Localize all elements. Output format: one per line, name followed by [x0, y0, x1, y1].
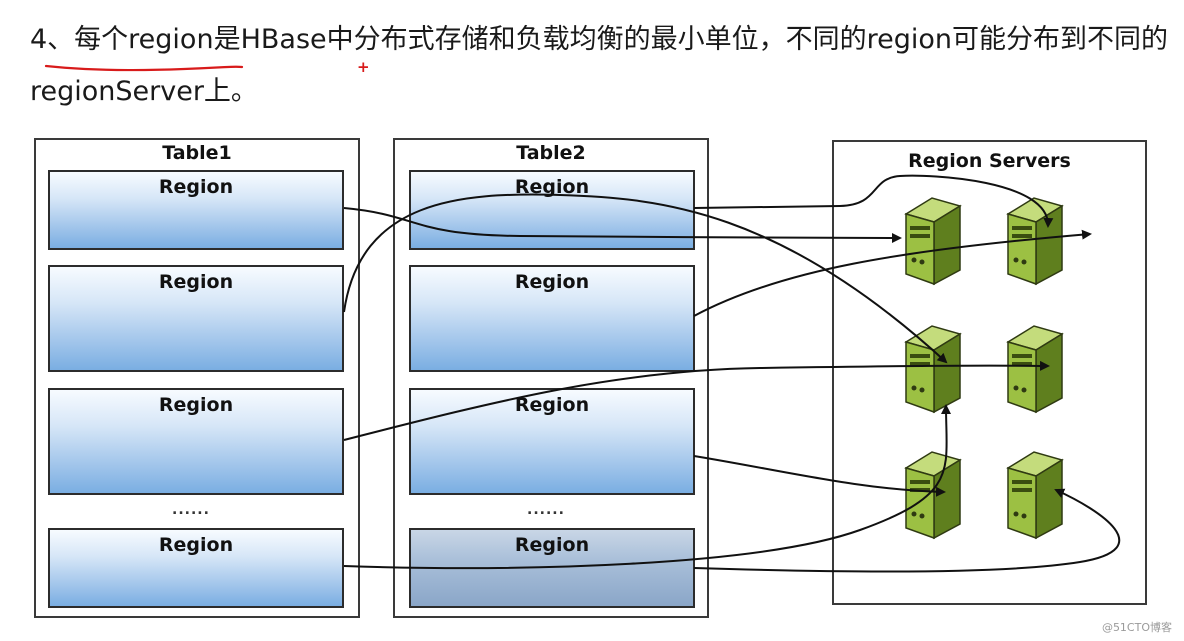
region-label: Region	[158, 271, 234, 293]
heading: 4、每个region是HBase中分布式存储和负载均衡的最小单位，不同的regi…	[30, 14, 1170, 118]
table2-region-3: Region	[409, 388, 695, 495]
region-label: Region	[158, 394, 234, 416]
server-icon	[1006, 451, 1064, 540]
table2-ellipsis: ......	[527, 502, 565, 518]
red-underline-annotation	[44, 64, 244, 72]
red-plus-annotation: +	[357, 58, 370, 76]
table1-ellipsis: ......	[172, 502, 210, 518]
region-servers-box: Region Servers	[832, 140, 1147, 605]
region-servers-title: Region Servers	[908, 150, 1071, 172]
table2-title: Table2	[516, 142, 586, 164]
table1-region-2: Region	[48, 265, 344, 372]
heading-line-2: regionServer上。	[30, 76, 258, 107]
table1-title: Table1	[162, 142, 232, 164]
table1-box: Table1 Region Region Region ...... Regio…	[34, 138, 360, 618]
region-label: Region	[514, 271, 590, 293]
region-label: Region	[514, 534, 590, 556]
table1-region-4: Region	[48, 528, 344, 608]
table2-region-2: Region	[409, 265, 695, 372]
table2-region-1: Region	[409, 170, 695, 250]
heading-line-1: 4、每个region是HBase中分布式存储和负载均衡的最小单位，不同的regi…	[30, 24, 1169, 55]
server-icon	[904, 325, 962, 414]
region-label: Region	[514, 394, 590, 416]
region-label: Region	[158, 176, 234, 198]
watermark: @51CTO博客	[1101, 621, 1172, 634]
server-icon	[1006, 197, 1064, 286]
server-icon	[1006, 325, 1064, 414]
table2-box: Table2 Region Region Region ...... Regio…	[393, 138, 709, 618]
region-label: Region	[158, 534, 234, 556]
table2-region-4: Region	[409, 528, 695, 608]
table1-region-3: Region	[48, 388, 344, 495]
server-icon	[904, 451, 962, 540]
server-icon	[904, 197, 962, 286]
table1-region-1: Region	[48, 170, 344, 250]
region-label: Region	[514, 176, 590, 198]
